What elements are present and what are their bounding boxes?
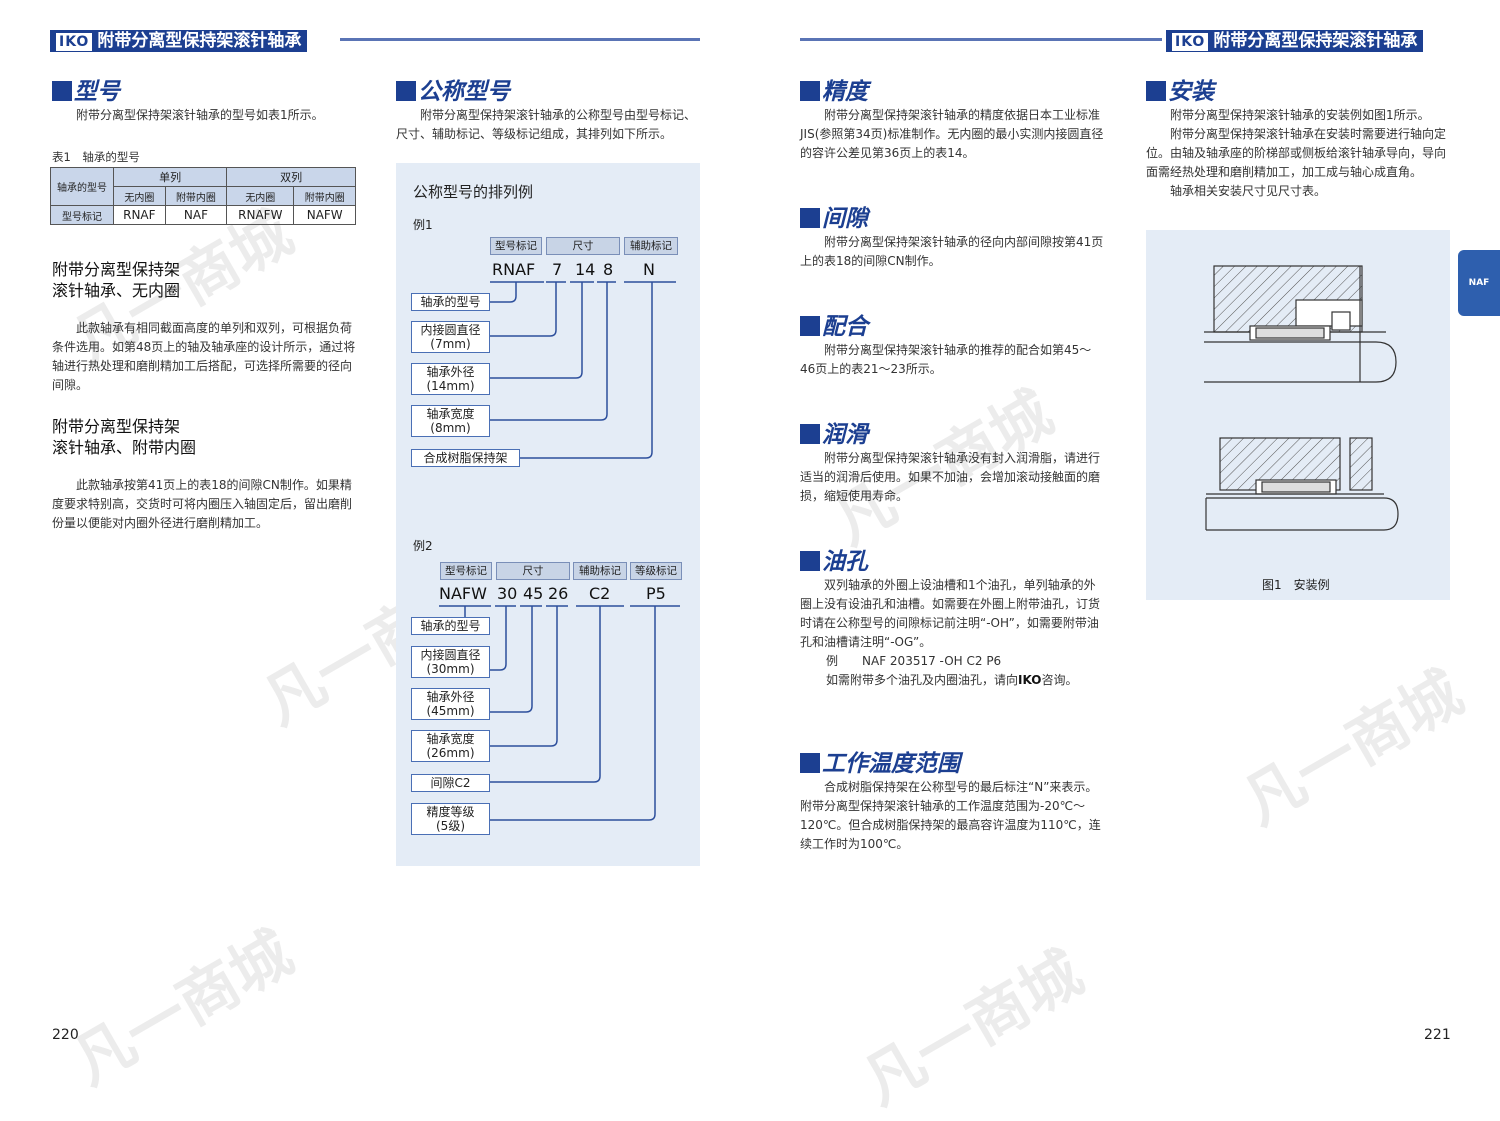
ex2-box-grade: 精度等级(5级)	[411, 803, 490, 835]
page-number-right: 221	[1424, 1027, 1451, 1043]
fit-text: 附带分离型保持架滚针轴承的推荐的配合如第45～46页上的表21～23所示。	[800, 343, 1092, 376]
table-group-double: 双列	[226, 167, 356, 187]
ex1-code: 7	[552, 260, 563, 279]
panel-title: 公称型号的排列例	[413, 183, 534, 201]
ex1-code: N	[643, 260, 655, 279]
ex2-code: P5	[646, 584, 666, 603]
section-title-mounting: 安装	[1146, 72, 1214, 106]
section-title-accuracy: 精度	[800, 72, 868, 106]
accuracy-text: 附带分离型保持架滚针轴承的精度依据日本工业标准JIS(参照第34页)标准制作。无…	[800, 108, 1104, 160]
ex2-tag: 等级标记	[630, 562, 682, 580]
section-title-fit: 配合	[800, 307, 868, 341]
header-rule	[340, 38, 700, 41]
block1-text: 此款轴承有相同截面高度的单列和双列，可根据负荷条件选用。如第48页上的轴及轴承座…	[52, 321, 356, 392]
ex1-box-outer: 轴承外径(14mm)	[411, 363, 490, 395]
watermark: 凡一商城	[1231, 657, 1475, 839]
side-tab-naf[interactable]: NAF	[1458, 250, 1500, 316]
model-intro: 附带分离型保持架滚针轴承的型号如表1所示。	[76, 108, 324, 122]
ex2-code: 45	[523, 584, 544, 603]
ex2-box-width: 轴承宽度(26mm)	[411, 730, 490, 762]
table-mark-label: 型号标记	[50, 205, 114, 225]
table-group-single: 单列	[112, 167, 228, 187]
page-number-left: 220	[52, 1027, 79, 1043]
ex2-box-clearance: 间隙C2	[411, 774, 490, 792]
ex1-tag: 辅助标记	[624, 237, 678, 255]
ex2-code: 30	[497, 584, 518, 603]
section-title-nominal: 公称型号	[396, 72, 510, 106]
ex1-label: 例1	[413, 218, 433, 232]
iko-logo: IKO	[56, 33, 93, 51]
oil-hole-text: 双列轴承的外圈上设油槽和1个油孔，单列轴承的外圈上没有设油孔和油槽。如需要在外圈…	[800, 578, 1101, 649]
model-table: 轴承的型号 单列 双列 无内圈 附带内圈 无内圈 附带内圈 型号标记 RNAF …	[50, 167, 356, 225]
nominal-intro: 附带分离型保持架滚针轴承的公称型号由型号标记、尺寸、辅助标记、等级标记组成，其排…	[396, 108, 697, 141]
ex1-connectors	[488, 281, 676, 459]
clearance-text: 附带分离型保持架滚针轴承的径向内部间隙按第41页上的表18的间隙CN制作。	[800, 235, 1104, 268]
header-rule	[800, 38, 1162, 41]
table-col: 无内圈	[113, 186, 166, 206]
watermark: 凡一商城	[851, 937, 1095, 1119]
table-col: 无内圈	[226, 186, 295, 206]
table-row-header: 轴承的型号	[50, 167, 114, 206]
ex2-box-outer: 轴承外径(45mm)	[411, 688, 490, 720]
temperature-text: 合成树脂保持架在公称型号的最后标注“N”来表示。附带分离型保持架滚针轴承的工作温…	[800, 780, 1101, 851]
ex1-box-cage: 合成树脂保持架	[411, 449, 520, 467]
section-title-lubrication: 润滑	[800, 415, 868, 449]
ex2-code: 26	[548, 584, 569, 603]
ex2-box-inner: 内接圆直径(30mm)	[411, 646, 490, 678]
ex1-box-inner: 内接圆直径(7mm)	[411, 321, 490, 353]
table-cell: RNAFW	[226, 205, 295, 225]
ex1-code: 14	[575, 260, 596, 279]
ex2-tag: 尺寸	[496, 562, 570, 580]
ex2-connectors	[439, 605, 680, 821]
block2-heading: 附带分离型保持架滚针轴承、附带内圈	[52, 417, 197, 457]
mounting-figure	[1204, 265, 1399, 531]
section-title-clearance: 间隙	[800, 199, 868, 233]
ex1-box-type: 轴承的型号	[411, 293, 490, 311]
ex2-code: C2	[589, 584, 611, 603]
ex1-code: RNAF	[492, 260, 536, 279]
table-cell: RNAF	[113, 205, 166, 225]
oil-hole-contact: 如需附带多个油孔及内圈油孔，请向IKO咨询。	[826, 673, 1078, 687]
table-col: 附带内圈	[293, 186, 356, 206]
header-title: 附带分离型保持架滚针轴承	[1213, 31, 1418, 51]
ex1-box-width: 轴承宽度(8mm)	[411, 405, 490, 437]
block2-text: 此款轴承按第41页上的表18的间隙CN制作。如果精度要求特别高，交货时可将内圈压…	[52, 478, 353, 530]
table-col: 附带内圈	[164, 186, 228, 206]
iko-logo: IKO	[1172, 33, 1209, 51]
section-title-model: 型号	[52, 72, 120, 106]
ex2-tag: 辅助标记	[573, 562, 627, 580]
ex1-tag: 型号标记	[490, 237, 542, 255]
ex1-tag: 尺寸	[546, 237, 620, 255]
section-title-oil-hole: 油孔	[800, 542, 868, 576]
ex2-label: 例2	[413, 539, 433, 553]
ex2-code: NAFW	[439, 584, 487, 603]
table-caption: 表1 轴承的型号	[52, 150, 140, 164]
iko-logo-inline: IKO	[1018, 673, 1042, 687]
ex2-box-type: 轴承的型号	[411, 617, 490, 635]
section-title-temperature: 工作温度范围	[800, 744, 960, 778]
figure-caption: 图1 安装例	[1262, 578, 1330, 592]
ex2-tag: 型号标记	[440, 562, 492, 580]
table-cell: NAF	[164, 205, 228, 225]
header-title: 附带分离型保持架滚针轴承	[97, 31, 302, 51]
block1-heading: 附带分离型保持架滚针轴承、无内圈	[52, 260, 181, 300]
watermark: 凡一商城	[61, 917, 305, 1099]
lubrication-text: 附带分离型保持架滚针轴承没有封入润滑脂，请进行适当的润滑后使用。如果不加油，会增…	[800, 451, 1101, 503]
table-cell: NAFW	[293, 205, 356, 225]
mounting-text: 附带分离型保持架滚针轴承的安装例如图1所示。 附带分离型保持架滚针轴承在安装时需…	[1146, 108, 1447, 198]
ex1-code: 8	[603, 260, 614, 279]
